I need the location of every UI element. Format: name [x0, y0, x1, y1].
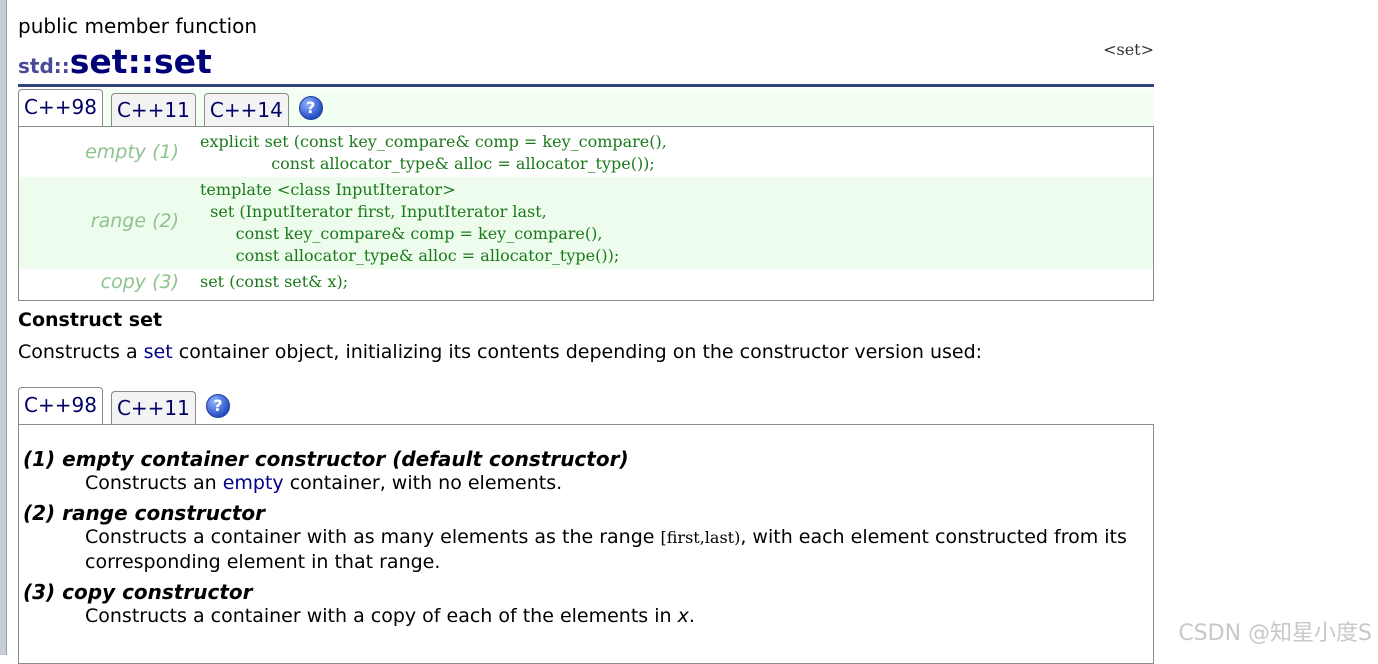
page-title: std::set::set [18, 42, 212, 81]
left-scroll-edge [0, 0, 7, 655]
tab-cpp11[interactable]: C++11 [110, 93, 196, 126]
prototype-code: template <class InputIterator> set (Inpu… [200, 180, 620, 265]
empty-link[interactable]: empty [222, 472, 284, 494]
text-part: Constructs a container with as many elem… [85, 526, 661, 548]
help-icon[interactable]: ? [205, 394, 230, 418]
member-type-label: public member function [18, 14, 258, 38]
description-text: container object, initializing its conte… [172, 341, 983, 363]
tab-cpp14[interactable]: C++14 [203, 93, 289, 126]
tab-cpp11[interactable]: C++11 [110, 391, 196, 424]
version-tabs-bottom: C++98 C++11 ? [18, 387, 230, 424]
set-link[interactable]: set [143, 341, 173, 363]
prototype-code: explicit set (const key_compare& comp = … [200, 132, 667, 173]
section-description: Constructs a set container object, initi… [18, 341, 982, 363]
constructor-description-box: (1) empty container constructor (default… [18, 424, 1154, 664]
constructor-title: (2) range constructor [23, 501, 266, 525]
text-part: container, with no elements. [283, 472, 563, 494]
prototype-label: copy (3) [100, 271, 179, 293]
constructor-title: (3) copy constructor [23, 580, 253, 604]
constructor-text: Constructs a container with a copy of ea… [85, 604, 1151, 628]
section-heading: Construct set [18, 309, 163, 331]
prototype-code: set (const set& x); [200, 272, 349, 291]
tab-cpp98[interactable]: C++98 [18, 387, 103, 424]
prototype-row-empty: empty (1) explicit set (const key_compar… [19, 127, 1153, 177]
prototype-row-range: range (2) template <class InputIterator>… [19, 177, 1153, 269]
watermark: CSDN @知星小度S [1178, 621, 1372, 646]
prototype-row-copy: copy (3) set (const set& x); [19, 269, 1153, 300]
text-part: . [688, 605, 695, 627]
tab-cpp98[interactable]: C++98 [18, 89, 103, 126]
header-link[interactable]: <set> [1103, 40, 1154, 59]
text-part: Constructs a container with a copy of ea… [85, 605, 678, 627]
constructor-title: (1) empty container constructor (default… [23, 447, 629, 471]
constructor-text: Constructs an empty container, with no e… [85, 471, 1151, 495]
range-code: [first,last) [660, 528, 741, 547]
text-part: Constructs an [85, 472, 223, 494]
description-text: Constructs a [18, 341, 144, 363]
param-x: x [677, 605, 689, 627]
constructor-text: Constructs a container with as many elem… [85, 525, 1151, 574]
title-namespace: std:: [18, 54, 70, 78]
prototype-label: empty (1) [85, 141, 179, 163]
prototype-label: range (2) [90, 210, 179, 232]
version-tabs-top: C++98 C++11 C++14 ? [18, 89, 323, 126]
title-divider [18, 84, 1154, 87]
text-part: , with each element constructed from its… [85, 526, 1127, 573]
prototype-box: empty (1) explicit set (const key_compar… [18, 126, 1154, 301]
title-main: set::set [69, 42, 212, 81]
help-icon[interactable]: ? [298, 96, 323, 120]
